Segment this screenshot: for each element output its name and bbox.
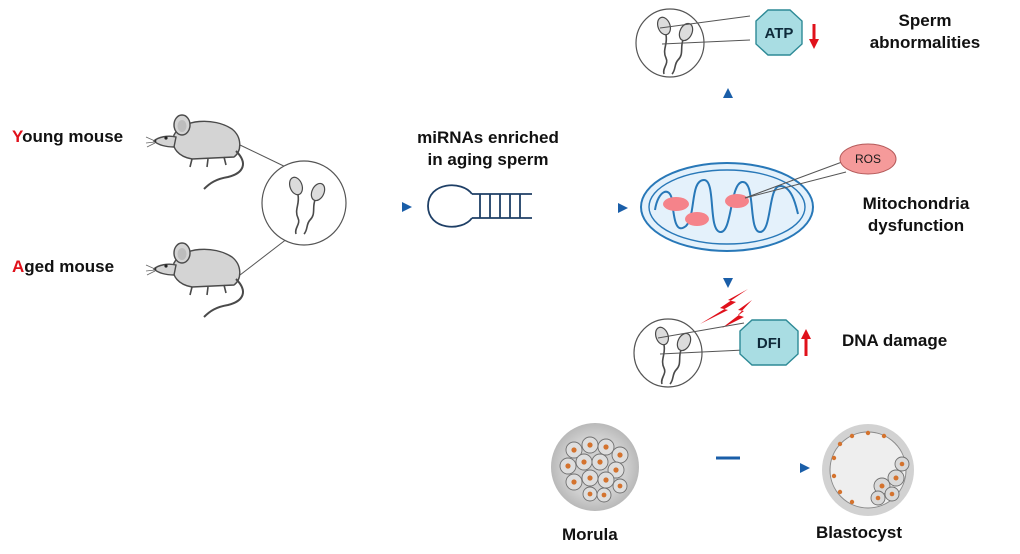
dfi-label: DFI [757,335,781,352]
atp-marker: ATP [755,9,803,56]
mitochondria-dysfunction-line1: Mitochondria [862,194,970,213]
aged-mouse-label-rest: ged mouse [24,257,115,276]
sperm-circle-left [261,160,347,246]
morula-label: Morula [562,525,618,544]
dfi-leader-line-2 [659,349,745,355]
ros-leader-line [744,161,843,199]
mitochondria-dysfunction-label: Mitochondria dysfunction [826,193,1006,237]
dna-damage-label: DNA damage [842,331,948,350]
young-mouse-initial: Y [12,127,23,146]
lightning-bolt-icon [700,289,752,328]
mitochondrion-icon [640,162,814,252]
dfi-marker: DFI [739,319,799,366]
blastocyst-label: Blastocyst [816,523,902,542]
inhibition-symbol [716,398,740,460]
aged-mouse-initial: A [12,257,25,276]
atp-leader-line-2 [661,39,751,45]
sperm-circle-dna [633,318,703,388]
blastocyst-icon [822,424,914,516]
atp-leader-line [659,15,751,29]
young-mouse-icon [145,114,244,190]
ros-leader-line-2 [744,171,847,199]
mirna-label-line1: miRNAs enriched [417,128,559,147]
ros-label: ROS [855,152,881,166]
sperm-abnormalities-label: Sperm abnormalities [840,10,1010,54]
mirna-label-line2: in aging sperm [427,150,549,169]
aged-mouse-label: Aged mouse [12,256,114,278]
mirna-hairpin-icon [427,184,532,228]
mirna-label: miRNAs enriched in aging sperm [398,127,578,171]
sperm-abnormalities-line1: Sperm [898,11,952,30]
ros-marker: ROS [839,143,897,175]
atp-label: ATP [765,25,794,42]
mitochondria-dysfunction-line2: dysfunction [867,216,965,235]
morula-icon [551,423,639,511]
aged-mouse-icon [145,242,244,318]
young-mouse-label-rest: oung mouse [22,127,124,146]
aged-connector-line [239,234,293,276]
sperm-abnormalities-line2: abnormalities [869,33,981,52]
young-mouse-label: Young mouse [12,126,123,148]
dfi-leader-line [657,322,745,339]
sperm-circle-top [635,8,705,78]
